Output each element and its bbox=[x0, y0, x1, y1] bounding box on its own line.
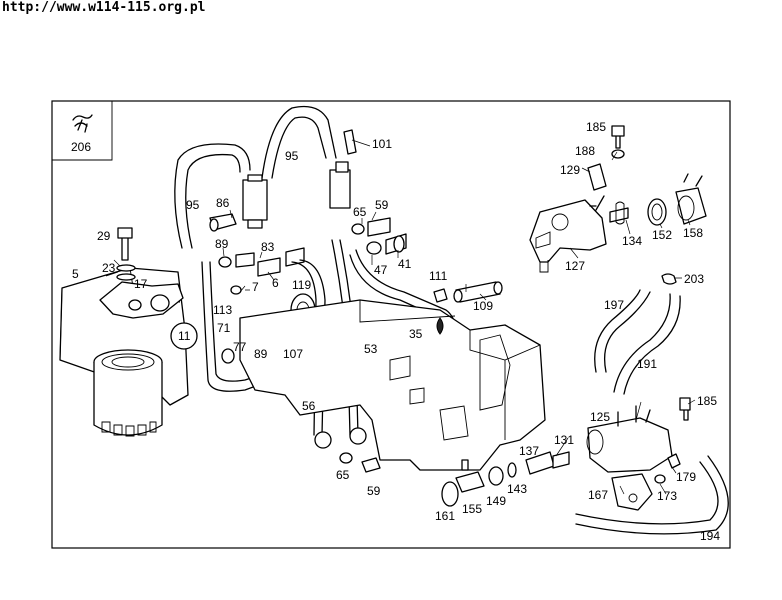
label-29: 29 bbox=[97, 229, 111, 243]
label-143: 143 bbox=[507, 482, 527, 496]
right-hoses bbox=[594, 273, 681, 395]
label-95: 95 bbox=[285, 149, 299, 163]
label-185: 185 bbox=[697, 394, 717, 408]
label-65: 65 bbox=[353, 205, 367, 219]
label-56: 56 bbox=[302, 399, 316, 413]
label-206: 206 bbox=[71, 140, 91, 154]
label-111: 111 bbox=[429, 269, 448, 283]
label-185: 185 bbox=[586, 120, 606, 134]
inset-box bbox=[52, 101, 113, 161]
label-11: 11 bbox=[178, 329, 191, 343]
label-107: 107 bbox=[283, 347, 303, 361]
label-65: 65 bbox=[336, 468, 350, 482]
label-71: 71 bbox=[217, 321, 231, 335]
label-89: 89 bbox=[254, 347, 268, 361]
label-83: 83 bbox=[261, 240, 275, 254]
label-203: 203 bbox=[684, 272, 704, 286]
label-137: 137 bbox=[519, 444, 539, 458]
label-109: 109 bbox=[473, 299, 493, 313]
label-59: 59 bbox=[375, 198, 389, 212]
hose-95 bbox=[174, 105, 337, 249]
valve-parts bbox=[209, 129, 407, 277]
callout-labels: 206 95 95 101 86 65 59 29 89 83 47 41 23… bbox=[71, 120, 720, 543]
callout-circle-11 bbox=[170, 322, 198, 350]
label-119: 119 bbox=[292, 278, 311, 292]
label-89: 89 bbox=[215, 237, 229, 251]
label-5: 5 bbox=[72, 267, 79, 281]
label-152: 152 bbox=[652, 228, 672, 242]
label-131: 131 bbox=[554, 433, 574, 447]
label-134: 134 bbox=[622, 234, 642, 248]
label-17: 17 bbox=[134, 277, 148, 291]
label-125: 125 bbox=[590, 410, 610, 424]
label-59: 59 bbox=[367, 484, 381, 498]
label-86: 86 bbox=[216, 196, 230, 210]
label-191: 191 bbox=[637, 357, 657, 371]
diagram-frame bbox=[51, 100, 731, 549]
label-161: 161 bbox=[435, 509, 455, 523]
source-url: http://www.w114-115.org.pl bbox=[2, 0, 206, 15]
fuel-filter-assembly bbox=[59, 227, 189, 437]
label-129: 129 bbox=[560, 163, 580, 177]
label-173: 173 bbox=[657, 489, 677, 503]
label-101: 101 bbox=[372, 137, 392, 151]
label-197: 197 bbox=[604, 298, 624, 312]
top-right-assembly bbox=[529, 125, 707, 273]
label-194: 194 bbox=[700, 529, 720, 543]
label-188: 188 bbox=[575, 144, 595, 158]
label-7: 7 bbox=[252, 280, 259, 294]
label-47: 47 bbox=[374, 263, 388, 277]
label-113: 113 bbox=[213, 303, 232, 317]
leader-lines bbox=[105, 139, 696, 495]
label-167: 167 bbox=[588, 488, 608, 502]
bottom-right-assembly bbox=[575, 397, 729, 535]
label-127: 127 bbox=[565, 259, 585, 273]
injection-pump bbox=[239, 281, 546, 471]
pump-fittings bbox=[441, 451, 570, 507]
label-149: 149 bbox=[486, 494, 506, 508]
label-35: 35 bbox=[409, 327, 423, 341]
label-23: 23 bbox=[102, 261, 116, 275]
label-6: 6 bbox=[272, 276, 279, 290]
label-158: 158 bbox=[683, 226, 703, 240]
label-41: 41 bbox=[398, 257, 412, 271]
label-95: 95 bbox=[186, 198, 200, 212]
label-77: 77 bbox=[233, 340, 247, 354]
label-53: 53 bbox=[364, 342, 378, 356]
label-179: 179 bbox=[676, 470, 696, 484]
label-155: 155 bbox=[462, 502, 482, 516]
